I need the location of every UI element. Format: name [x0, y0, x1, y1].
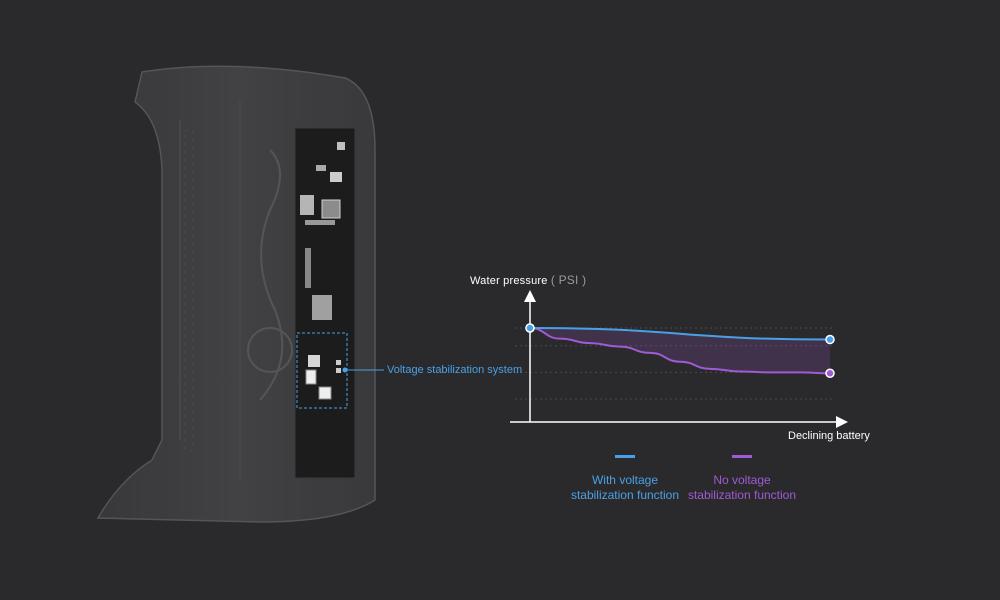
with-stabilization-end-point: [825, 334, 835, 345]
water-flosser-device-illustration: [96, 65, 376, 523]
pressure-gap-fill: [530, 328, 830, 374]
legend-swatch-purple: [732, 455, 752, 458]
legend-swatch-blue: [615, 455, 635, 458]
y-axis-label: Water pressure: [470, 275, 548, 287]
y-axis-unit: ( PSI ): [550, 273, 587, 287]
no-stabilization-end-point: [825, 368, 835, 379]
legend-label-line1: No voltage: [713, 473, 771, 487]
y-axis-title: Water pressure ( PSI ): [470, 273, 586, 287]
legend-item-with-stabilization: With voltage stabilization function: [560, 455, 690, 503]
chart-gridlines: [515, 327, 835, 400]
with-stabilization-start-point: [525, 323, 535, 333]
x-axis-title: Declining battery: [788, 430, 870, 442]
series-line-with-stabilization: [529, 327, 831, 341]
circuit-board: [294, 127, 356, 479]
series-line-no-stabilization: [529, 327, 831, 375]
chart-series-layer: [525, 323, 835, 379]
no-stabilization-start-point: [525, 323, 535, 333]
voltage-stabilization-label: Voltage stabilization system: [387, 364, 523, 376]
legend-label-line2: stabilization function: [687, 488, 797, 502]
legend-label-line2: stabilization function: [570, 488, 680, 502]
legend-label-line1: With voltage: [591, 473, 659, 487]
legend-item-no-stabilization: No voltage stabilization function: [677, 455, 807, 503]
